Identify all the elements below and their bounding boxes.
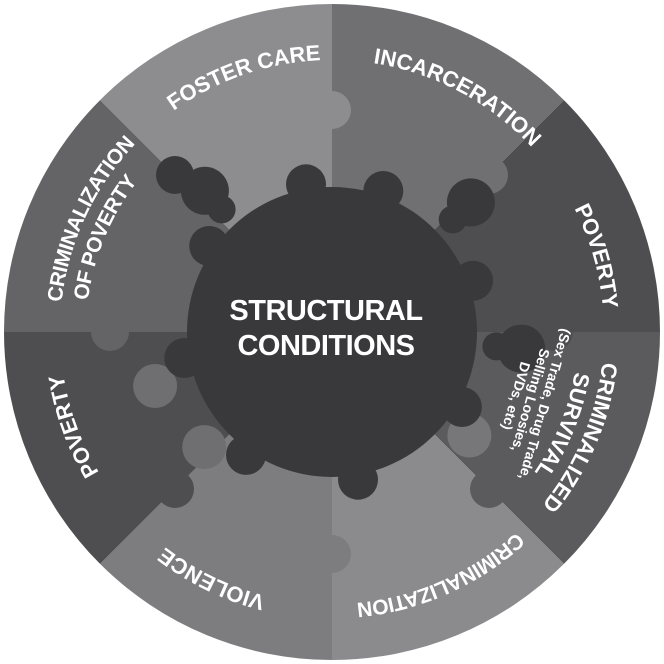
- puzzle-tab-icon: [91, 313, 129, 351]
- puzzle-tab-icon: [313, 91, 351, 129]
- center-tab-icon: [180, 166, 229, 215]
- puzzle-tab-icon: [470, 470, 508, 508]
- center-circle: [187, 187, 477, 477]
- center-tab-icon: [363, 171, 404, 211]
- center-tab-icon: [226, 434, 266, 475]
- center-tab-icon: [446, 178, 495, 227]
- center-title-line1: STRUCTURAL: [229, 295, 422, 327]
- puzzle-tab-icon: [182, 425, 227, 470]
- puzzle-tab-icon: [133, 364, 178, 408]
- center-tab-icon: [497, 324, 546, 373]
- center-tab-icon: [453, 260, 493, 301]
- puzzle-tab-icon: [313, 535, 351, 573]
- center-tab-icon: [338, 459, 378, 500]
- center-tab-icon: [164, 338, 205, 378]
- center-tab-icon: [189, 226, 230, 266]
- center-piece: [164, 164, 546, 500]
- center-tab-icon: [441, 387, 482, 427]
- center-title-line2: CONDITIONS: [237, 330, 414, 362]
- puzzle-tab-icon: [156, 470, 194, 508]
- puzzle-tab-icon: [535, 313, 573, 351]
- center-tab-icon: [286, 164, 326, 205]
